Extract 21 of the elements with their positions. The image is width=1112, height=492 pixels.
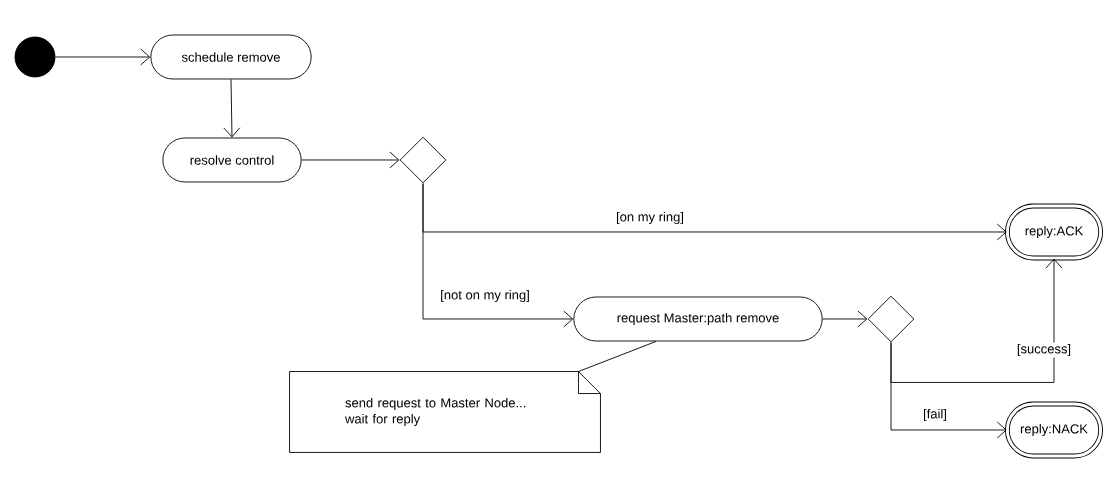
final-state: reply:NACK <box>1004 401 1104 459</box>
edge-label: [fail] <box>921 407 949 423</box>
activity-box: schedule remove <box>150 34 312 80</box>
arrow <box>890 342 1007 439</box>
arrow <box>822 310 868 328</box>
edge-label: [on my ring] <box>614 210 686 226</box>
leader-line <box>578 341 657 372</box>
edge-label: [not on my ring] <box>438 288 532 304</box>
activity-box: resolve control <box>162 137 302 183</box>
activity-box: request Master:path remove <box>573 296 823 342</box>
edge-label: [success] <box>1015 342 1073 358</box>
arrow <box>890 258 1063 383</box>
decision-diamond <box>867 295 915 343</box>
arrow <box>55 48 151 66</box>
final-state: reply:ACK <box>1004 203 1104 261</box>
note: send request to Master Node... wait for reply <box>289 371 601 453</box>
arrow <box>422 183 574 328</box>
decision-diamond <box>399 136 447 184</box>
start-dot <box>14 36 56 78</box>
arrow <box>301 151 400 169</box>
arrow <box>223 79 241 138</box>
